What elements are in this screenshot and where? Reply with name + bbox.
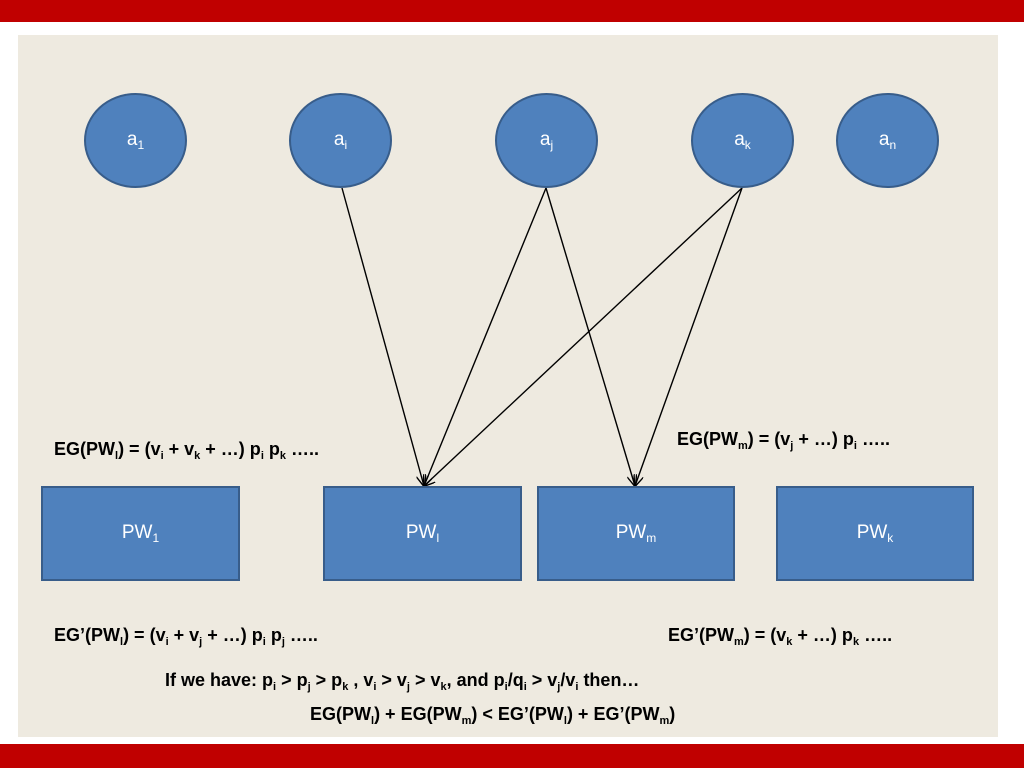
equation-eg-pwl: EG(PWl) = (vi + vk + …) pi pk ….. [54,439,320,462]
world-box-pwm[interactable]: PWm [537,486,735,581]
world-label: PWl [405,522,440,545]
attribute-label: a1 [126,129,145,152]
attribute-node-ak[interactable]: ak [691,93,794,188]
world-box-pw1[interactable]: PW1 [41,486,240,581]
edge-aj-to-pwm [545,187,635,486]
header-bar [0,0,1024,22]
equation-egprime-pwl: EG’(PWl) = (vi + vj + …) pi pj ….. [54,625,318,648]
conclusion-statement: EG(PWl) + EG(PWm) < EG’(PWl) + EG’(PWm) [310,704,676,727]
world-box-pwl[interactable]: PWl [323,486,522,581]
equation-egprime-pwm: EG’(PWm) = (vk + …) pk ….. [668,625,893,648]
world-label: PW1 [121,522,160,545]
attribute-node-a1[interactable]: a1 [84,93,187,188]
attribute-node-aj[interactable]: aj [495,93,598,188]
attribute-label: ai [333,129,348,152]
attribute-node-ai[interactable]: ai [289,93,392,188]
attribute-label: ak [734,129,751,152]
attribute-label: an [878,129,897,152]
world-label: PWm [615,522,657,545]
world-label: PWk [856,522,894,545]
edge-aj-to-pwl [424,187,547,486]
world-box-pwk[interactable]: PWk [776,486,974,581]
edge-ai-to-pwl [341,187,424,486]
attribute-label: aj [539,129,554,152]
attribute-node-an[interactable]: an [836,93,939,188]
edge-ak-to-pwm [635,187,743,486]
equation-eg-pwm: EG(PWm) = (vj + …) pi ….. [677,429,890,452]
condition-statement: If we have: pi > pj > pk , vi > vj > vk,… [165,670,640,693]
footer-bar [0,744,1024,768]
edge-ak-to-pwl [424,187,743,486]
